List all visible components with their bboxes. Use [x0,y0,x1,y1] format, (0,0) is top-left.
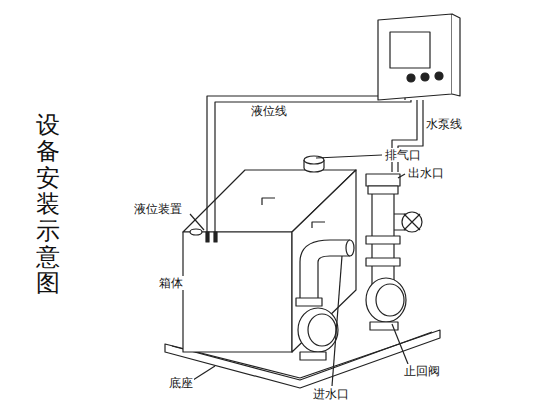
knob [407,74,415,82]
leader-line [193,366,215,380]
inlet-elbow [300,240,350,262]
part-label: 箱体 [158,276,184,290]
part-label: 液位装置 [133,202,183,216]
tank-side [292,170,356,352]
level-sensor [214,232,217,242]
flange [368,186,398,194]
level-device [190,229,202,235]
flange [366,236,400,244]
leader-line [190,214,204,230]
gate-valve-wheel [402,212,422,232]
part-label: 排气口 [384,148,422,162]
knob [421,73,429,81]
vertical-title: 设备安装示意图 [36,112,60,297]
check-valve [366,278,406,322]
knob [435,72,443,80]
part-label: 液位线 [250,104,288,118]
control-box-side [452,14,460,96]
check-valve [298,308,338,352]
part-label: 止回阀 [403,364,441,378]
tank-handles [262,198,325,228]
part-label: 底座 [168,376,194,390]
level-sensor [206,232,209,242]
tank-front [183,232,292,352]
check-valve-cap [308,314,336,346]
part-label: 水泵线 [425,117,463,131]
leader-line [332,256,342,386]
part-label: 进水口 [312,387,350,401]
level-wire [215,100,411,232]
inlet-mouth [346,240,354,256]
inlet-pipe [300,262,318,300]
control-box [378,14,452,100]
leader-line [398,174,405,178]
check-valve-cap [376,284,404,316]
wheel-spokes [404,214,420,230]
flange [296,298,322,306]
control-screen [390,32,430,68]
leader-line [316,155,382,158]
leader-line [392,324,408,364]
flange [300,352,326,360]
part-label: 出水口 [407,166,445,180]
flange [366,258,400,266]
level-wire [207,96,405,232]
outlet-flange [366,174,400,186]
